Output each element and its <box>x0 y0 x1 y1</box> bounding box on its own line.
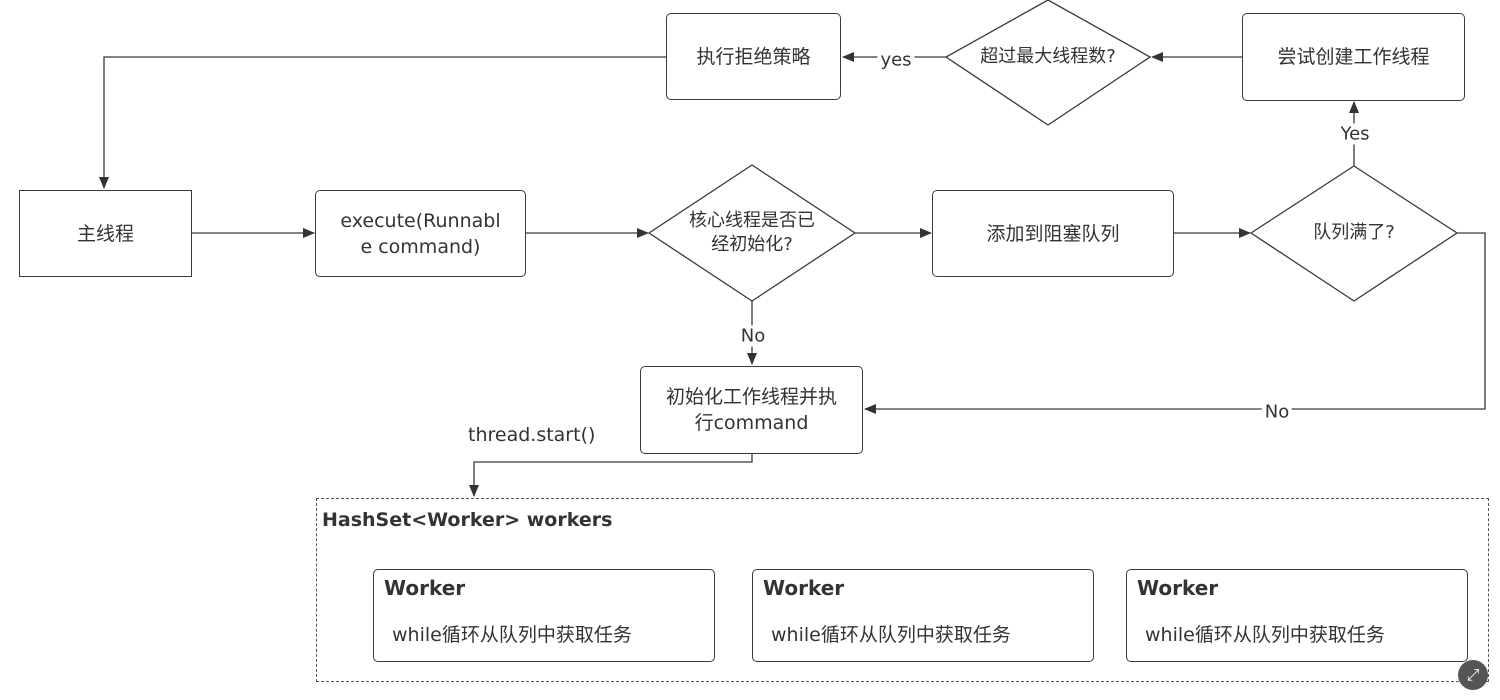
reject-label: 执行拒绝策略 <box>696 45 811 68</box>
try-create-node: 尝试创建工作线程 <box>1242 13 1465 101</box>
edge-full-check-no <box>864 232 1486 414</box>
over-max-label: 超过最大线程数? <box>980 46 1116 67</box>
add-queue-label: 添加到阻塞队列 <box>986 222 1120 245</box>
edge-thread-start <box>469 453 753 497</box>
worker-description: while循环从队列中获取任务 <box>392 624 632 646</box>
queue-full-diamond <box>1249 165 1459 302</box>
no-queue-label: No <box>1261 401 1293 423</box>
worker-title: Worker <box>763 576 845 600</box>
reject-node: 执行拒绝策略 <box>666 13 841 100</box>
execute-node: execute(Runnable command) <box>315 190 526 277</box>
execute-label: execute(Runnable command) <box>340 209 501 258</box>
over-max-diamond <box>944 0 1152 126</box>
workers-container: HashSet<Worker> workers Worker while循环从队… <box>316 498 1489 682</box>
workers-container-title: HashSet<Worker> workers <box>322 509 613 531</box>
core-check-label: 核心线程是否已经初始化? <box>689 210 815 255</box>
yes-create-label: Yes <box>1337 123 1373 145</box>
expand-icon[interactable]: ⤢ <box>1458 660 1488 690</box>
init-worker-node: 初始化工作线程并执行command <box>640 366 863 454</box>
worker-card: Worker while循环从队列中获取任务 <box>752 569 1094 662</box>
queue-full-label: 队列满了? <box>1313 222 1395 243</box>
try-create-label: 尝试创建工作线程 <box>1277 46 1430 68</box>
init-worker-label: 初始化工作线程并执行command <box>665 386 837 434</box>
worker-card: Worker while循环从队列中获取任务 <box>373 569 715 662</box>
main-thread-label: 主线程 <box>76 222 134 245</box>
add-queue-node: 添加到阻塞队列 <box>932 190 1174 277</box>
worker-description: while循环从队列中获取任务 <box>1145 624 1385 646</box>
edge-reject-to-main <box>99 56 666 189</box>
main-thread-node: 主线程 <box>19 190 192 277</box>
thread-start-label: thread.start() <box>468 424 596 446</box>
worker-title: Worker <box>1137 576 1219 600</box>
worker-card: Worker while循环从队列中获取任务 <box>1126 569 1468 662</box>
worker-description: while循环从队列中获取任务 <box>771 624 1011 646</box>
no-core-label: No <box>737 325 769 347</box>
yes-reject-label: yes <box>877 49 915 71</box>
worker-title: Worker <box>384 576 466 600</box>
